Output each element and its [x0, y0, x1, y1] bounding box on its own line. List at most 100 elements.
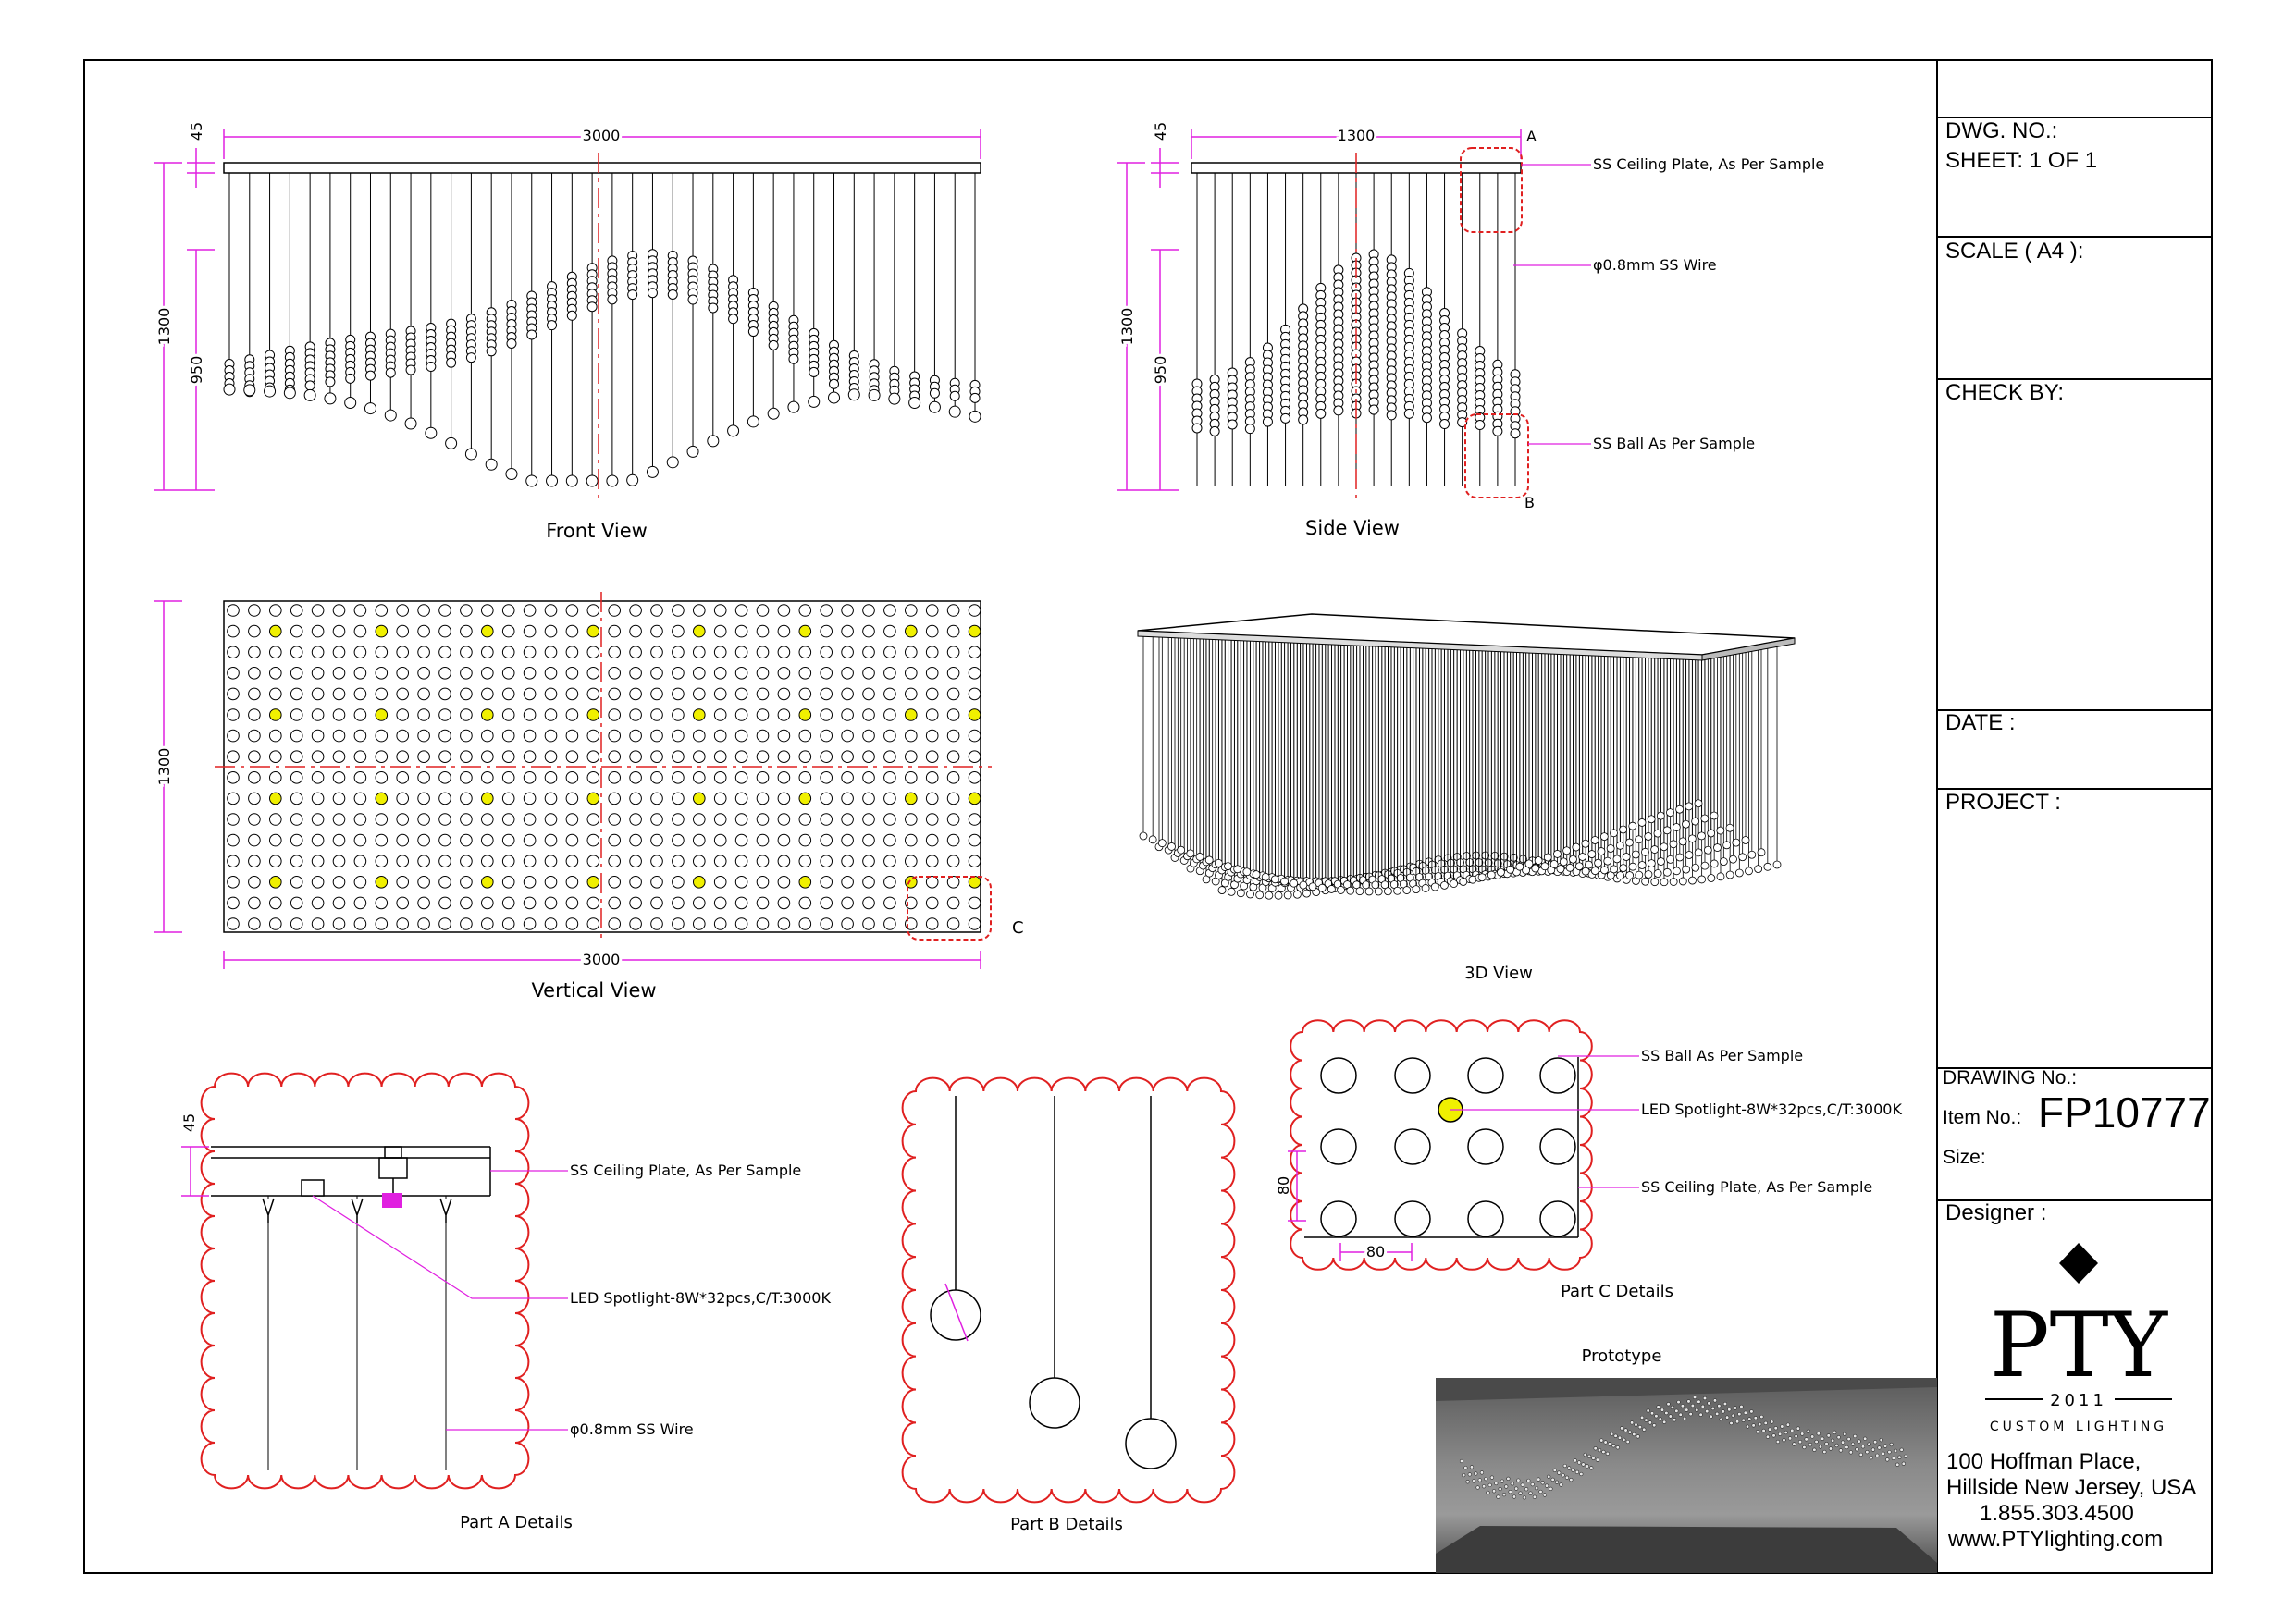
vertical-ball [798, 833, 812, 847]
prototype-crystal-dot [1474, 1471, 1478, 1476]
prototype-crystal-dot [1585, 1464, 1589, 1469]
vertical-ball [565, 687, 579, 701]
three-d-ball [1694, 799, 1703, 808]
vertical-ball [713, 604, 727, 617]
vertical-ball [417, 667, 430, 680]
vertical-ball [227, 729, 240, 743]
vertical-ball [375, 667, 389, 680]
vertical-ball [946, 833, 960, 847]
three-d-ball [1337, 886, 1345, 894]
vertical-ball [501, 646, 515, 659]
vertical-ball [269, 771, 282, 784]
size-label: Size: [1943, 1147, 1986, 1168]
prototype-crystal-dot [1792, 1442, 1796, 1446]
front-ball [929, 387, 940, 399]
vertical-ball [672, 646, 685, 659]
prototype-crystal-dot [1686, 1399, 1691, 1404]
vertical-ball [396, 750, 410, 764]
vertical-ball [650, 646, 663, 659]
vertical-ball [481, 687, 494, 701]
three-d-ball [1754, 865, 1763, 873]
vertical-ball [227, 624, 240, 638]
three-d-ball [1290, 879, 1299, 888]
side-detail-b-highlight [1464, 413, 1529, 498]
prototype-crystal-dot [1731, 1413, 1735, 1418]
part-c-callout-ball: SS Ball As Per Sample [1641, 1047, 1803, 1064]
vertical-ball [756, 750, 770, 764]
three-d-ball [1682, 865, 1691, 874]
vertical-ball [544, 624, 558, 638]
vertical-ball [353, 855, 367, 868]
prototype-crystal-dot [1660, 1408, 1665, 1412]
vertical-ball [565, 771, 579, 784]
prototype-crystal-dot [1834, 1443, 1839, 1448]
vertical-ball [629, 813, 642, 826]
prototype-crystal-dot [1729, 1420, 1734, 1426]
three-d-ball [1412, 885, 1421, 894]
vertical-ball [608, 792, 622, 805]
part-c-ball [1467, 1200, 1504, 1237]
vertical-ball [227, 750, 240, 764]
vertical-ball [501, 833, 515, 847]
vertical-marker-c: C [1012, 918, 1024, 938]
vertical-ball [777, 771, 791, 784]
vertical-ball [672, 708, 685, 721]
vertical-ball [460, 813, 473, 826]
three-d-ball [1524, 859, 1534, 868]
prototype-crystal-dot [1743, 1410, 1747, 1415]
prototype-crystal-dot [1695, 1408, 1699, 1412]
three-d-ball [1515, 862, 1524, 871]
three-d-ball [1355, 887, 1364, 896]
vertical-ball [375, 729, 389, 743]
front-ball [283, 387, 296, 400]
three-d-ball [1738, 853, 1747, 862]
prototype-crystal-dot [1530, 1482, 1535, 1487]
side-ball [1510, 428, 1521, 439]
front-ball [808, 395, 821, 408]
prototype-crystal-dot [1785, 1422, 1790, 1427]
vertical-ball [693, 771, 706, 784]
vertical-ball [375, 855, 389, 868]
vertical-ball [841, 876, 854, 889]
vertical-ball [862, 792, 875, 805]
front-ball [324, 392, 337, 405]
three-d-ball [1707, 874, 1716, 882]
three-d-ball [1660, 842, 1669, 852]
vertical-ball [693, 687, 706, 701]
prototype-crystal-dot [1885, 1457, 1890, 1462]
three-d-ball [1581, 839, 1590, 848]
prototype-crystal-dot [1522, 1495, 1527, 1500]
front-ball [303, 388, 316, 401]
front-ball [627, 289, 638, 301]
three-d-ball [1707, 829, 1716, 838]
three-d-ball [1662, 867, 1672, 877]
vertical-ball [544, 855, 558, 868]
vertical-ball [311, 792, 325, 805]
vertical-ball [713, 771, 727, 784]
prototype-crystal-dot [1814, 1439, 1819, 1445]
vertical-ball [968, 646, 981, 659]
three-d-ball [1265, 891, 1274, 900]
prototype-crystal-dot [1818, 1445, 1823, 1449]
vertical-ball [311, 646, 325, 659]
vertical-ball [946, 750, 960, 764]
prototype-crystal-dot [1758, 1422, 1762, 1427]
prototype-crystal-dot [1644, 1418, 1648, 1422]
vertical-ball [290, 708, 303, 721]
front-ball [345, 373, 356, 384]
designer-label: Designer : [1945, 1200, 2047, 1225]
vertical-ball [734, 813, 748, 826]
prototype-crystal-dot [1501, 1493, 1507, 1497]
vertical-led-spot [905, 708, 918, 721]
front-ball [686, 445, 699, 458]
part-c-dimensions [1288, 1150, 1413, 1261]
vertical-ball [353, 917, 367, 930]
vertical-ball [713, 646, 727, 659]
vertical-ball [290, 896, 303, 910]
vertical-led-spot [968, 792, 981, 805]
vertical-ball [608, 876, 622, 889]
prototype-crystal-dot [1506, 1476, 1511, 1481]
front-ball [547, 320, 558, 331]
prototype-crystal-dot [1516, 1478, 1521, 1482]
vertical-ball [862, 813, 875, 826]
